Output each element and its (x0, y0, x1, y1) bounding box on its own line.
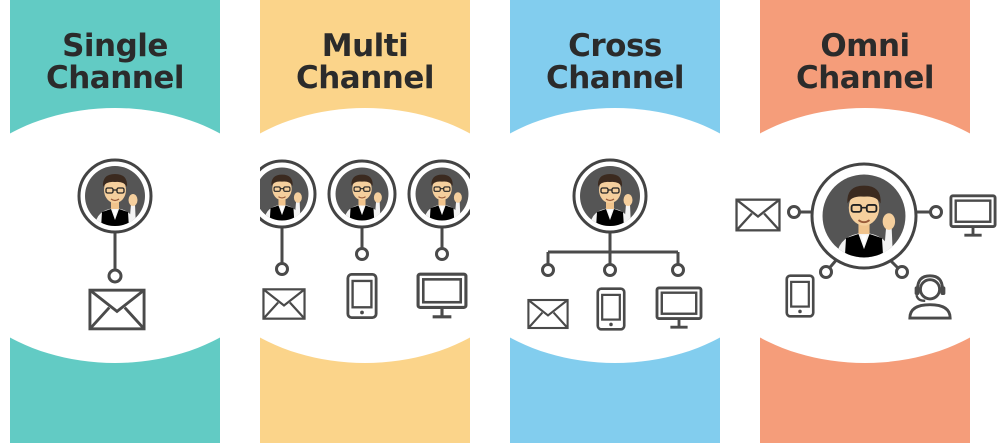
monitor-icon (949, 194, 997, 237)
single-channel-diagram (77, 158, 153, 331)
title-line-1: Multi (321, 28, 409, 64)
omni-channel-diagram (787, 162, 943, 279)
panel-omni-channel: Omni Channel (760, 0, 970, 443)
panel-single-channel: Single Channel (10, 0, 220, 443)
mobile-icon (785, 274, 815, 318)
connector-node (787, 205, 801, 219)
panel-multi-channel: Multi Channel (260, 0, 470, 443)
connector-node (819, 265, 833, 279)
headset-icon (908, 274, 952, 320)
connector-node (275, 262, 289, 276)
title-line-1: Omni (820, 28, 910, 64)
connector-node (355, 247, 369, 261)
panel-title: Omni Channel (760, 30, 970, 94)
connector-node (895, 265, 909, 279)
title-line-1: Single (62, 28, 168, 64)
connector-node (541, 263, 555, 277)
panel-cross-channel: Cross Channel (510, 0, 720, 443)
connector-node (107, 268, 123, 284)
title-line-2: Channel (45, 60, 185, 96)
connector-node (435, 247, 449, 261)
cross-channel-diagram (527, 158, 703, 331)
panel-title: Multi Channel (260, 30, 470, 94)
connector-node (671, 263, 685, 277)
panel-circle-background (260, 108, 470, 363)
title-line-1: Cross (568, 28, 662, 64)
panel-title: Single Channel (10, 30, 220, 94)
panel-title: Cross Channel (510, 30, 720, 94)
title-line-2: Channel (295, 60, 435, 96)
multi-channel-diagram (260, 159, 470, 320)
title-line-2: Channel (545, 60, 685, 96)
connector-node (929, 205, 943, 219)
mail-icon (735, 198, 781, 232)
connector-node (603, 263, 617, 277)
title-line-2: Channel (795, 60, 935, 96)
